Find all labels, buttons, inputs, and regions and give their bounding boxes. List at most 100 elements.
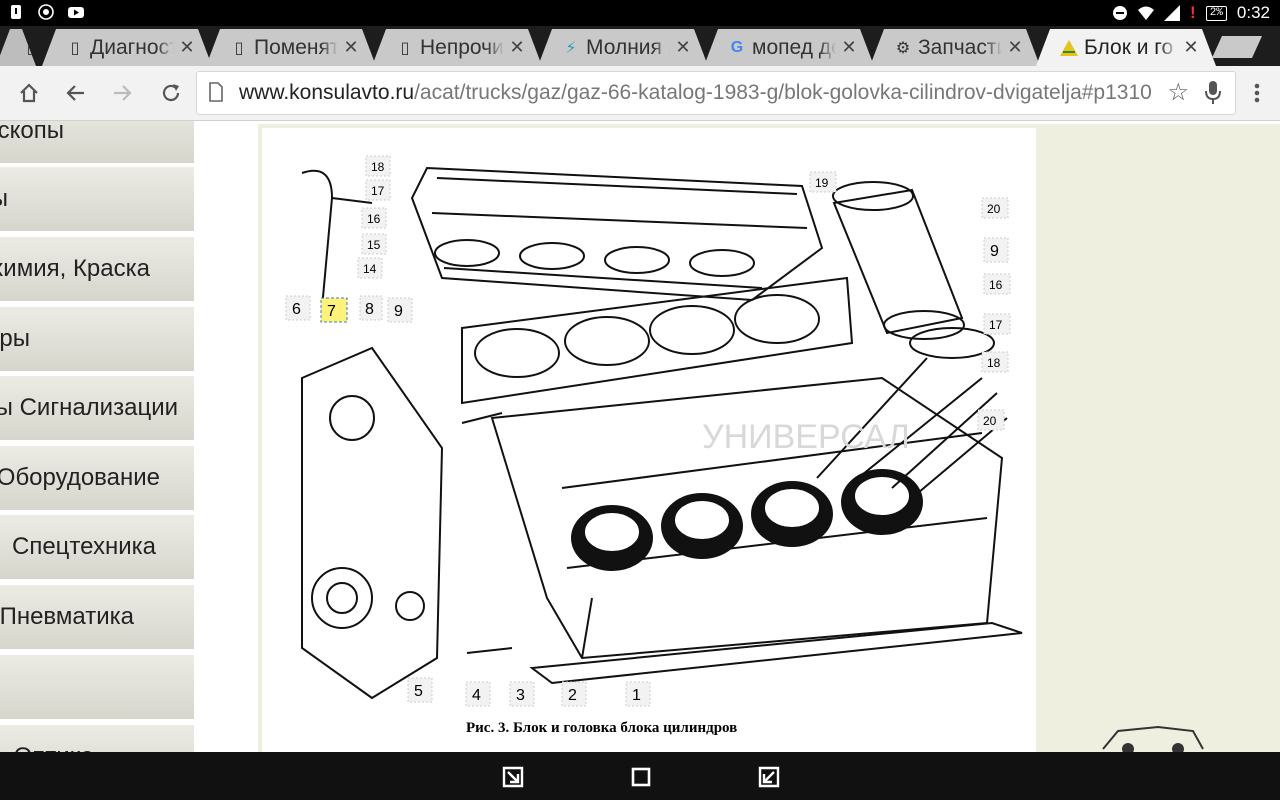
callout-2[interactable]: 2	[561, 681, 587, 707]
tab-title: мопед де	[752, 35, 836, 59]
sidebar-item-blank[interactable]	[0, 655, 194, 721]
page-icon: ▯	[234, 39, 244, 57]
recents-icon[interactable]	[756, 764, 782, 790]
sidebar-item-autochem[interactable]: Автохимия, Краска	[0, 237, 194, 303]
svg-text:19: 19	[815, 176, 829, 190]
callout-16[interactable]: 20	[981, 197, 1009, 219]
reload-button[interactable]	[156, 78, 186, 108]
menu-button[interactable]	[1242, 78, 1272, 108]
callout-3[interactable]: 3	[509, 681, 535, 707]
reload-icon	[162, 84, 180, 102]
svg-text:17: 17	[371, 184, 385, 198]
close-tab-icon[interactable]: ✕	[841, 37, 857, 57]
tab-2[interactable]: ▯ Поменять ✕	[206, 29, 376, 66]
home-square-icon[interactable]	[628, 764, 654, 790]
collapse-icon[interactable]	[500, 764, 526, 790]
callout-19[interactable]: 18	[981, 351, 1009, 373]
tab-7-active[interactable]: Блок и го ✕	[1036, 29, 1216, 66]
svg-text:1: 1	[632, 687, 641, 704]
new-tab-button[interactable]	[1212, 36, 1262, 58]
bookmark-star-icon[interactable]: ☆	[1167, 79, 1189, 106]
warning-triangle-icon	[1060, 38, 1078, 58]
wifi-icon	[1138, 6, 1155, 20]
cylinder-liner	[832, 188, 964, 335]
url-text: www.konsulavto.ru/acat/trucks/gaz/gaz-66…	[239, 81, 1152, 104]
cylinder-head	[410, 166, 824, 302]
svg-text:8: 8	[365, 301, 374, 318]
callout-7[interactable]: 7	[320, 297, 348, 323]
sidebar-item-alarms[interactable]: Системы Сигнализации	[0, 376, 194, 442]
sidebar-item-special[interactable]: Спецтехника	[0, 515, 194, 581]
sidebar-item-tires[interactable]: Шины	[0, 167, 194, 233]
tab-5[interactable]: G мопед де ✕	[704, 29, 874, 66]
figure-caption: Рис. 3. Блок и головка блока цилиндров	[466, 720, 737, 736]
callout-11[interactable]: 15	[361, 233, 387, 255]
tab-4[interactable]: ⚡ Молния и ✕	[538, 29, 708, 66]
svg-text:2: 2	[568, 687, 577, 704]
tab-strip: ▯ ▯ Диагностика ✕ ▯ Поменять ✕ ▯ Непрочи…	[0, 26, 1280, 66]
page-icon: ▯	[70, 39, 80, 57]
svg-text:4: 4	[472, 687, 481, 704]
callout-9-right[interactable]: 9	[983, 237, 1009, 263]
tab-title: Запчасти	[918, 35, 1002, 59]
back-button[interactable]	[60, 78, 90, 108]
youtube-icon	[68, 7, 84, 18]
home-button[interactable]	[14, 78, 44, 108]
notification-icon	[11, 5, 21, 19]
page-icon: ▯	[400, 39, 410, 57]
forward-arrow-icon	[114, 85, 132, 101]
battery-alert-icon: !	[1190, 3, 1196, 22]
svg-text:7: 7	[327, 303, 336, 320]
callout-12[interactable]: 16	[361, 207, 387, 229]
callout-8[interactable]: 8	[359, 295, 383, 321]
callout-labels: 18 17 16 15 14 6 7 8 9 19 20 9 16 17 18 …	[285, 155, 1011, 707]
callout-13[interactable]: 17	[365, 179, 391, 201]
close-tab-icon[interactable]: ✕	[1183, 37, 1199, 57]
callout-5[interactable]: 5	[407, 677, 433, 703]
tab-3[interactable]: ▯ Непрочитанное ✕	[372, 29, 542, 66]
close-tab-icon[interactable]: ✕	[509, 37, 525, 57]
sidebar-item-filters[interactable]: Фильтры	[0, 307, 194, 373]
tab-overflow[interactable]: ▯	[0, 29, 36, 66]
callout-9-left[interactable]: 9	[387, 297, 413, 323]
engine-block-diagram: УНИВЕРСАЛ 18 17 16 15 14 6 7 8 9 19 20 9…	[262, 128, 1036, 752]
address-bar[interactable]: www.konsulavto.ru/acat/trucks/gaz/gaz-66…	[196, 71, 1236, 115]
close-tab-icon[interactable]: ✕	[179, 37, 195, 57]
callout-1[interactable]: 1	[625, 681, 651, 707]
callout-14[interactable]: 18	[365, 155, 391, 177]
sidebar-item-optics[interactable]: Оптика	[0, 725, 194, 752]
diagram-drawing: УНИВЕРСАЛ 18 17 16 15 14 6 7 8 9 19 20 9…	[285, 155, 1023, 736]
close-tab-icon[interactable]: ✕	[343, 37, 359, 57]
tab-1[interactable]: ▯ Диагностика ✕	[42, 29, 212, 66]
whatsapp-icon	[38, 4, 54, 20]
svg-text:16: 16	[367, 212, 381, 226]
google-icon: G	[730, 38, 744, 56]
microphone-icon[interactable]	[1203, 80, 1223, 106]
svg-text:3: 3	[516, 687, 525, 704]
sidebar-item-garage[interactable]: Гаражное Оборудование	[0, 446, 194, 512]
svg-text:16: 16	[989, 278, 1003, 292]
svg-text:17: 17	[989, 318, 1003, 332]
system-nav-bar	[0, 752, 1280, 800]
sidebar-item-microscopes[interactable]: Микроскопы	[0, 121, 194, 165]
sidebar-item-pneumatics[interactable]: Пневматика	[0, 585, 194, 651]
truck-logo-image	[1102, 725, 1204, 752]
forward-button[interactable]	[108, 78, 138, 108]
callout-20[interactable]: 20	[977, 409, 1005, 431]
callout-4[interactable]: 4	[465, 681, 491, 707]
status-bar: ! 2% 0:32	[0, 0, 1280, 26]
svg-text:20: 20	[983, 414, 997, 428]
callout-10[interactable]: 14	[357, 257, 383, 279]
tab-title: Блок и го	[1084, 35, 1174, 59]
head-gasket	[461, 276, 854, 405]
tab-6[interactable]: ⚙ Запчасти ✕	[870, 29, 1040, 66]
clock: 0:32	[1236, 3, 1270, 22]
callout-17[interactable]: 16	[983, 273, 1011, 295]
callout-18[interactable]: 17	[983, 313, 1011, 335]
callout-15[interactable]: 19	[809, 171, 837, 193]
close-tab-icon[interactable]: ✕	[675, 37, 691, 57]
browser-toolbar: www.konsulavto.ru/acat/trucks/gaz/gaz-66…	[0, 66, 1280, 121]
callout-6[interactable]: 6	[285, 295, 311, 321]
close-tab-icon[interactable]: ✕	[1007, 37, 1023, 57]
parts-icon: ⚙	[895, 39, 911, 57]
